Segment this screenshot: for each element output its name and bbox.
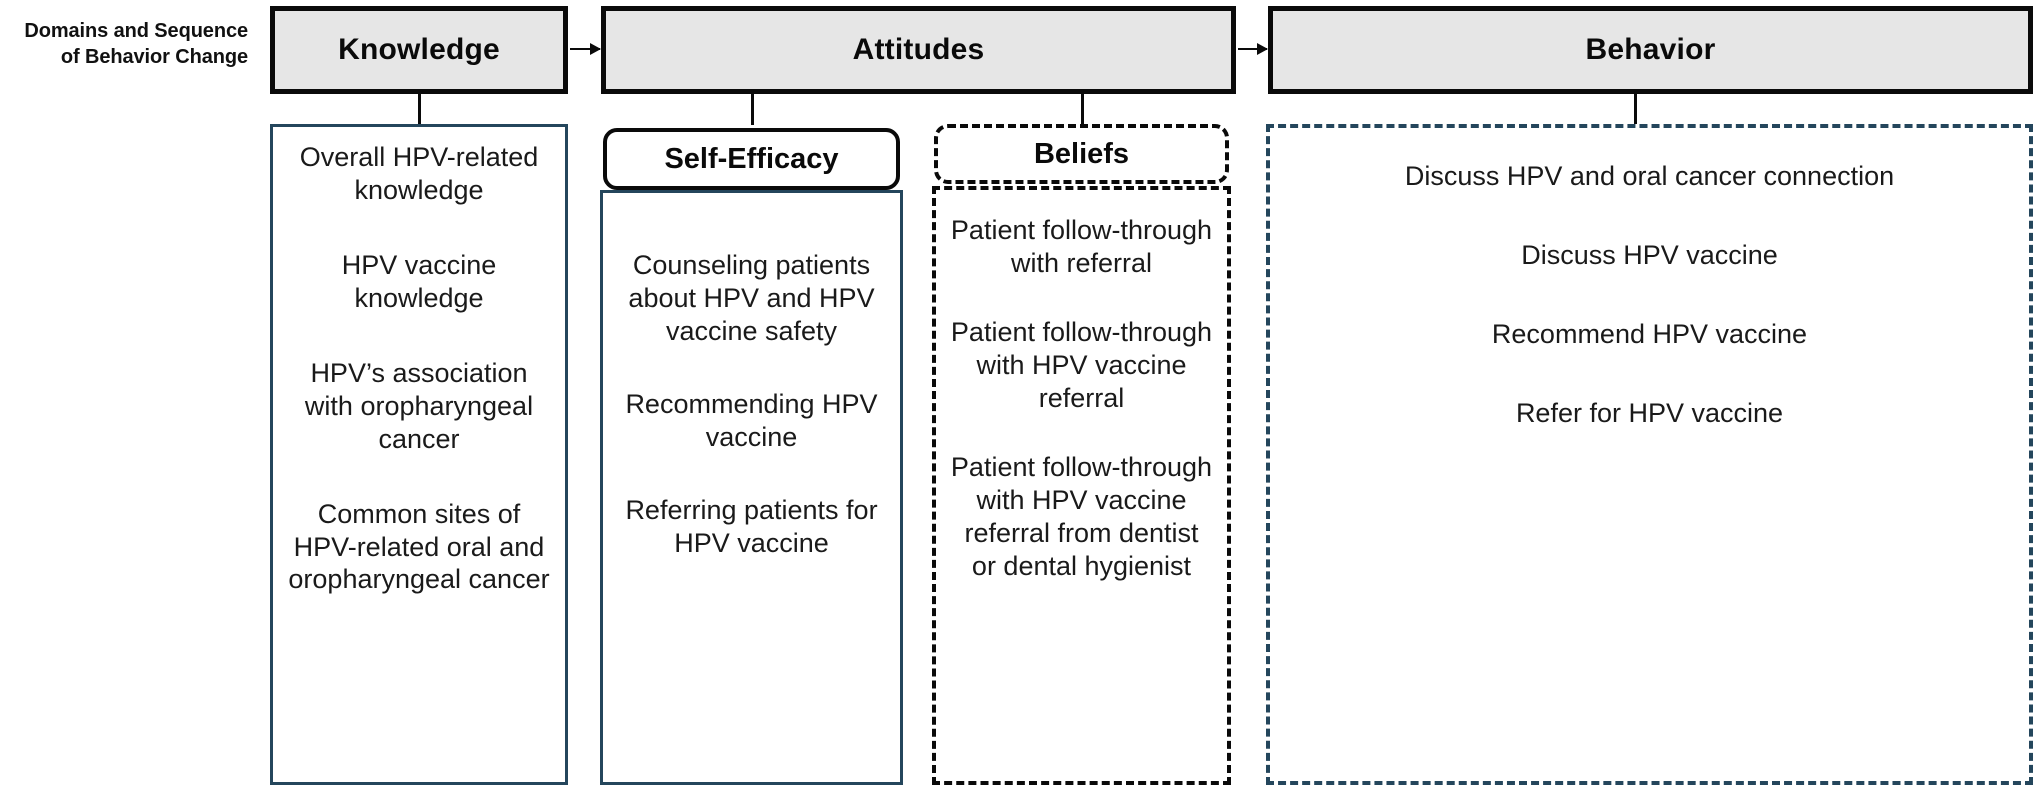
arrow-knowledge-to-attitudes: [570, 43, 601, 55]
list-item: Recommending HPV vaccine: [625, 388, 878, 452]
list-item: Overall HPV-related knowledge: [299, 142, 539, 205]
caption-line-2: of Behavior Change: [60, 46, 248, 69]
arrow-attitudes-to-behavior: [1238, 43, 1268, 55]
panel-beliefs: Patient follow-through with referral Pat…: [932, 186, 1231, 785]
list-item: Recommend HPV vaccine: [1491, 318, 1808, 349]
domain-box-knowledge: Knowledge: [270, 6, 568, 94]
list-item: Counseling patients about HPV and HPV va…: [628, 250, 875, 346]
caption-line-1: Domains and Sequence: [24, 20, 248, 42]
connector-beliefs: [1081, 92, 1084, 125]
list-item: Common sites of HPV-related oral and oro…: [288, 498, 550, 595]
domain-box-behavior: Behavior: [1268, 6, 2033, 94]
panel-behavior: Discuss HPV and oral cancer connection D…: [1266, 124, 2033, 785]
panel-self-efficacy: Counseling patients about HPV and HPV va…: [600, 190, 903, 785]
subheader-self-efficacy: Self-Efficacy: [603, 128, 900, 190]
list-item: Patient follow-through with referral: [950, 215, 1213, 278]
connector-knowledge: [418, 92, 421, 125]
list-item: HPV vaccine knowledge: [341, 249, 497, 313]
connector-behavior: [1634, 92, 1637, 125]
list-item: Discuss HPV and oral cancer connection: [1404, 161, 1895, 191]
panel-knowledge: Overall HPV-related knowledge HPV vaccin…: [270, 124, 568, 785]
list-item: Referring patients for HPV vaccine: [625, 494, 878, 558]
list-item: Refer for HPV vaccine: [1515, 397, 1784, 428]
domain-label-knowledge: Knowledge: [338, 33, 500, 66]
subheader-label-self-efficacy: Self-Efficacy: [664, 142, 839, 175]
diagram-caption: Domains and Sequence of Behavior Change: [0, 18, 248, 71]
list-item: Discuss HPV vaccine: [1521, 239, 1778, 270]
domain-label-behavior: Behavior: [1585, 33, 1716, 66]
subheader-label-beliefs: Beliefs: [1033, 137, 1130, 170]
domain-label-attitudes: Attitudes: [852, 33, 985, 66]
domain-box-attitudes: Attitudes: [601, 6, 1236, 94]
connector-self-efficacy: [751, 92, 754, 125]
list-item: Patient follow-through with HPV vaccine …: [950, 451, 1213, 581]
list-item: Patient follow-through with HPV vaccine …: [950, 316, 1213, 413]
subheader-beliefs: Beliefs: [934, 124, 1229, 184]
list-item: HPV’s association with oropharyngeal can…: [304, 357, 534, 454]
